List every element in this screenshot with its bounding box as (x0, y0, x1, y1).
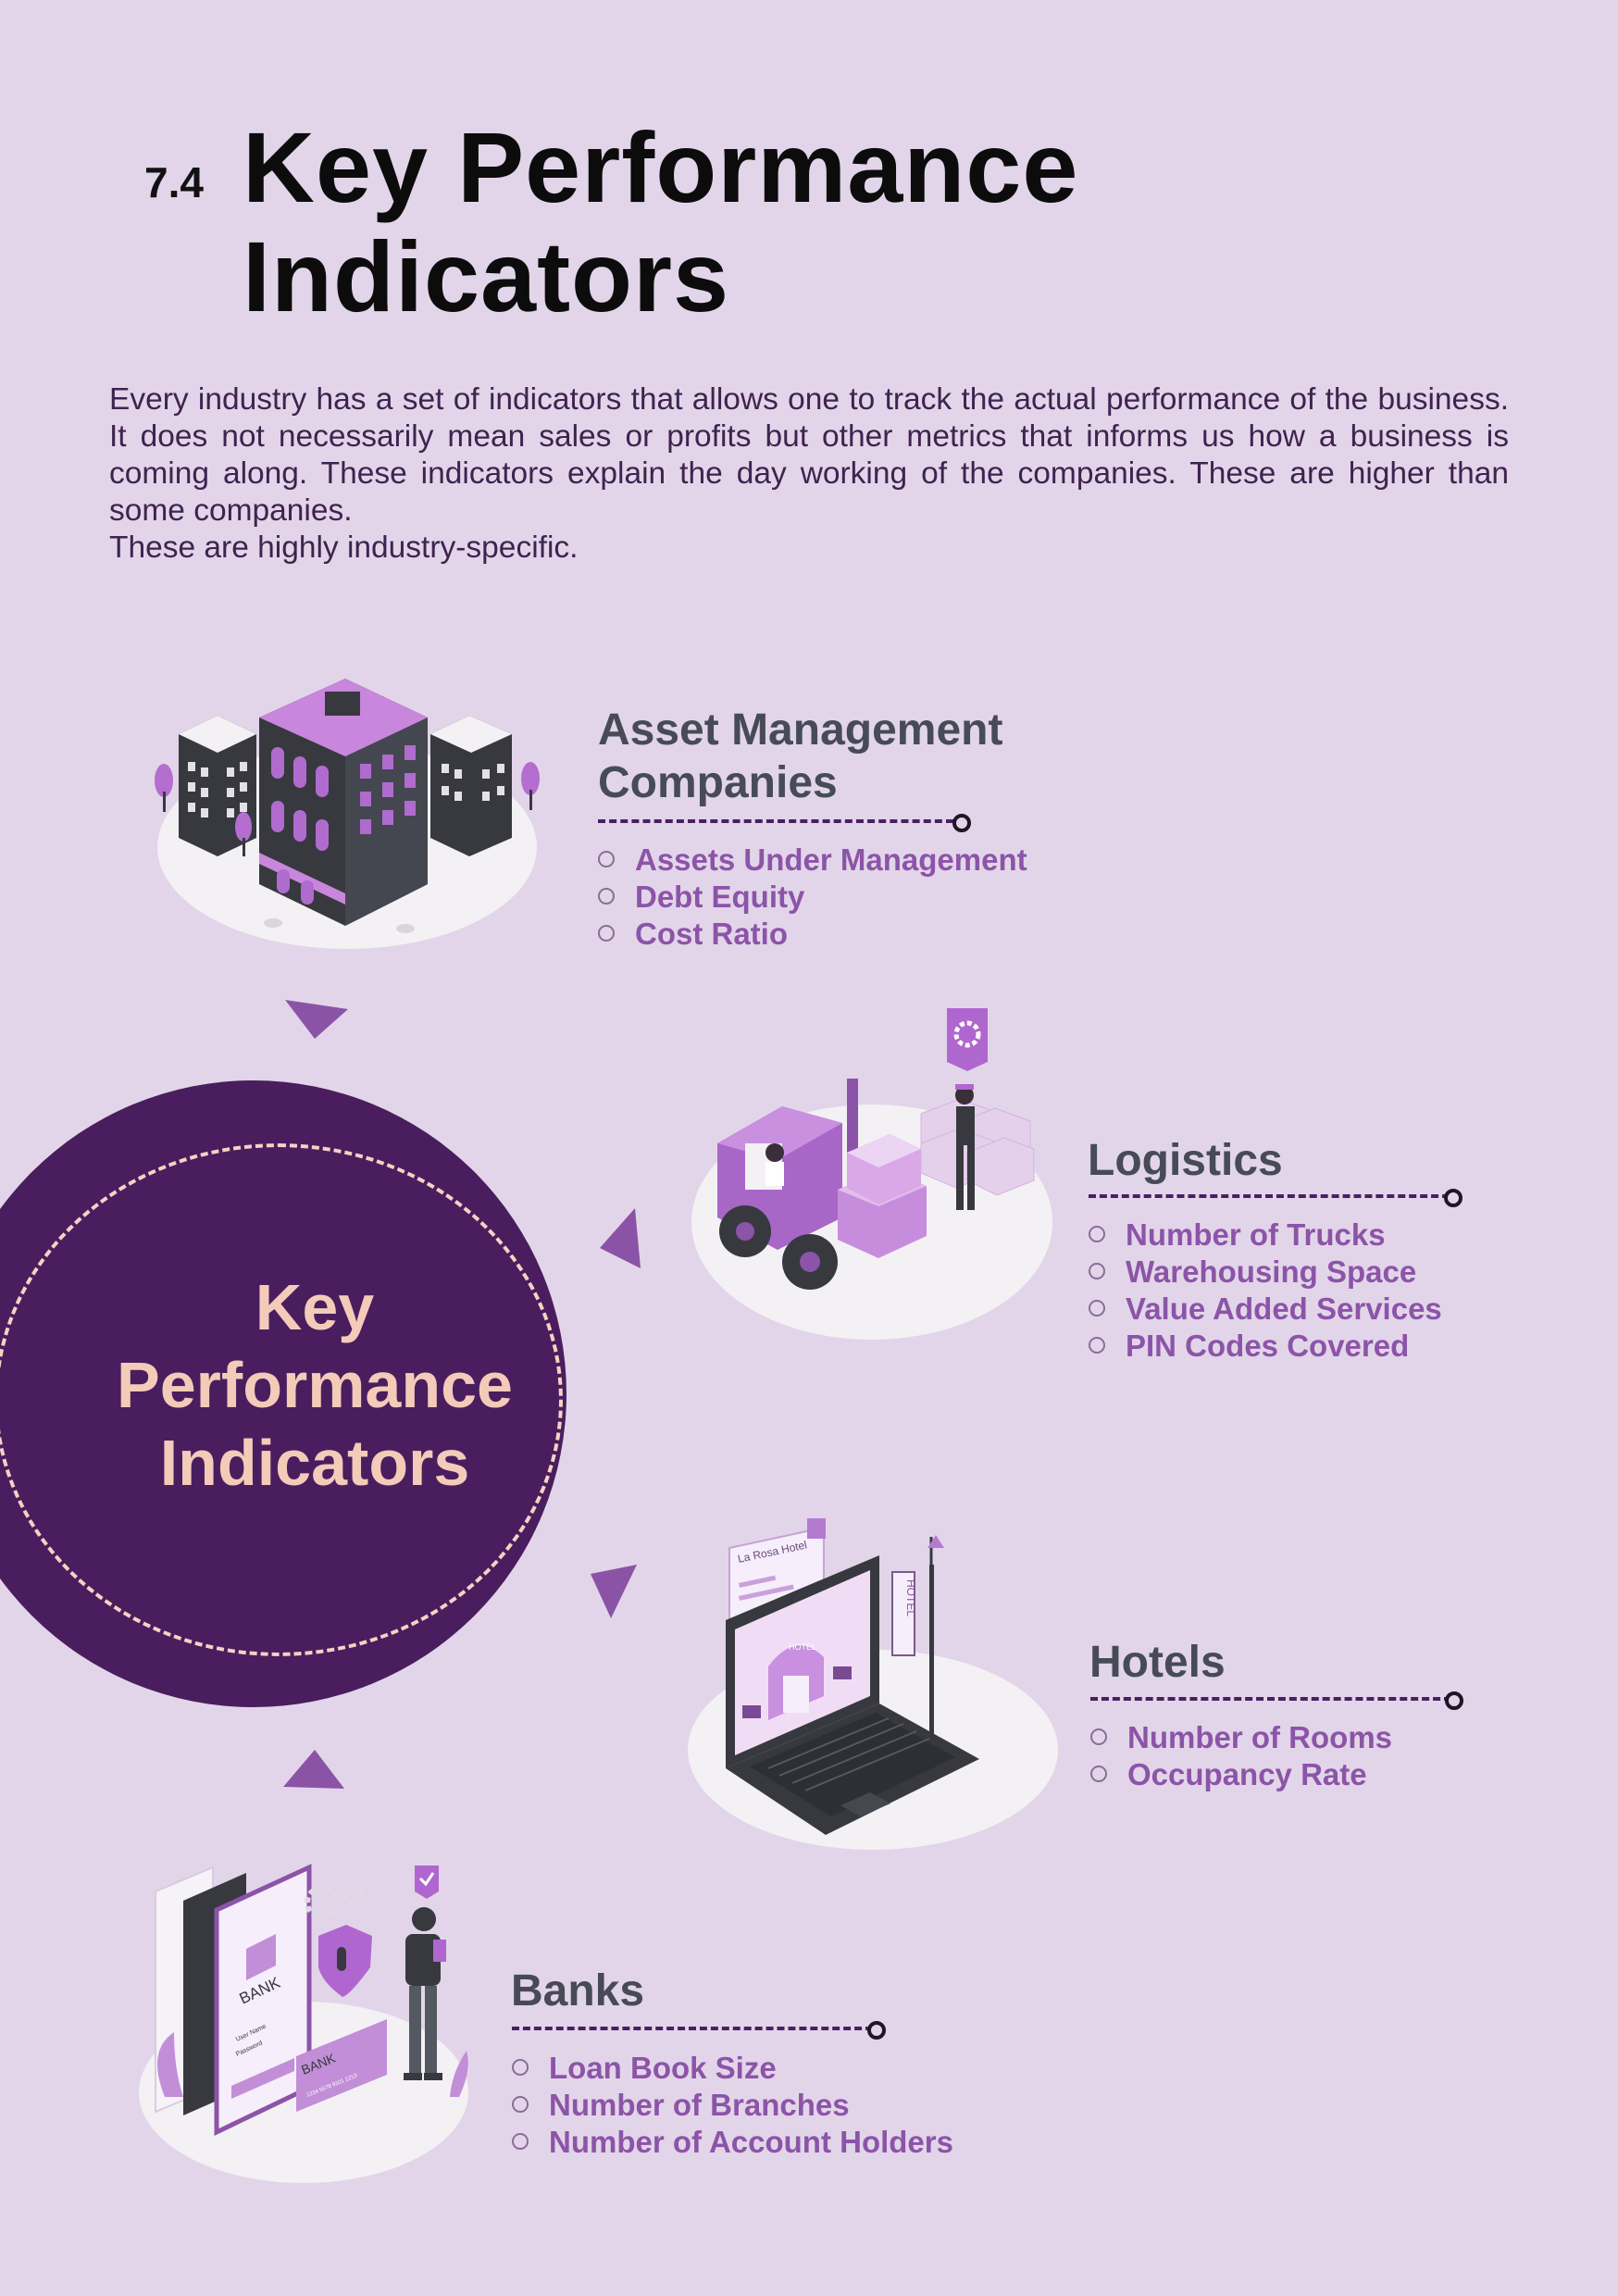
intro-text: Every industry has a set of indicators t… (109, 381, 1509, 567)
list-item: Assets Under Management (598, 842, 1027, 879)
divider-knob-icon (1444, 1189, 1462, 1207)
divider-knob-icon (867, 2021, 886, 2040)
list-item: Number of Account Holders (512, 2124, 953, 2161)
kpi-list-logistics: Number of Trucks Warehousing Space Value… (1089, 1217, 1442, 1365)
triangle-arrow-icon (591, 1565, 637, 1618)
section-divider (512, 2027, 873, 2030)
section-divider (598, 819, 953, 823)
kpi-list-banks: Loan Book Size Number of Branches Number… (512, 2050, 953, 2161)
kpi-hub-line2: Performance (117, 1349, 513, 1421)
svg-text:HOTEL: HOTEL (789, 1642, 816, 1652)
section-divider (1090, 1697, 1451, 1701)
list-item: Value Added Services (1089, 1291, 1442, 1328)
gear-icon (339, 1878, 365, 1904)
list-item: Cost Ratio (598, 916, 1027, 953)
section-title-logistics: Logistics (1088, 1136, 1283, 1185)
kpi-hub-line1: Key (255, 1271, 375, 1343)
intro-line2: These are highly industry-specific. (109, 530, 579, 565)
gear-icon (305, 1885, 340, 1920)
list-item: Number of Trucks (1089, 1217, 1442, 1254)
divider-knob-icon (952, 814, 971, 832)
kpi-list-asset-management: Assets Under Management Debt Equity Cost… (598, 842, 1027, 953)
forklift-warehouse-illustration (691, 1008, 1052, 1340)
mobile-banking-illustration: BANK User Name Password BANK 1234 5678 9… (139, 1864, 468, 2183)
section-title-line1: Asset Management (598, 705, 1003, 755)
triangle-arrow-icon (285, 1000, 348, 1039)
page-title-line1: Key Performance (243, 111, 1079, 223)
list-item: PIN Codes Covered (1089, 1328, 1442, 1365)
section-title-banks: Banks (511, 1966, 645, 2015)
gear-icon (953, 1020, 981, 1048)
checkmark-icon (418, 1872, 435, 1887)
triangle-arrow-icon (600, 1208, 641, 1268)
list-item: Warehousing Space (1089, 1254, 1442, 1291)
list-item: Loan Book Size (512, 2050, 953, 2087)
kpi-list-hotels: Number of Rooms Occupancy Rate (1090, 1719, 1392, 1793)
list-item: Debt Equity (598, 879, 1027, 916)
kpi-hub-line3: Indicators (159, 1427, 470, 1499)
hotel-laptop-illustration: La Rosa Hotel HOTEL HOTEL (688, 1518, 1058, 1850)
list-item: Occupancy Rate (1090, 1756, 1392, 1793)
section-title-asset-management: Asset Management Companies (598, 704, 1002, 809)
page-title: Key Performance Indicators (243, 113, 1078, 331)
section-divider (1089, 1194, 1450, 1198)
section-number: 7.4 (144, 158, 204, 206)
section-title-hotels: Hotels (1089, 1638, 1226, 1687)
kpi-hub-label: Key Performance Indicators (56, 1268, 574, 1502)
page-title-line2: Indicators (243, 220, 730, 332)
kpi-hub-dashed-ring (0, 1143, 563, 1656)
section-title-line2: Companies (598, 758, 838, 807)
list-item: Number of Branches (512, 2087, 953, 2124)
list-item: Number of Rooms (1090, 1719, 1392, 1756)
intro-paragraph: Every industry has a set of indicators t… (109, 382, 1509, 528)
svg-text:HOTEL: HOTEL (904, 1579, 917, 1616)
office-buildings-illustration (155, 679, 540, 949)
divider-knob-icon (1445, 1691, 1463, 1710)
triangle-arrow-icon (283, 1750, 344, 1789)
